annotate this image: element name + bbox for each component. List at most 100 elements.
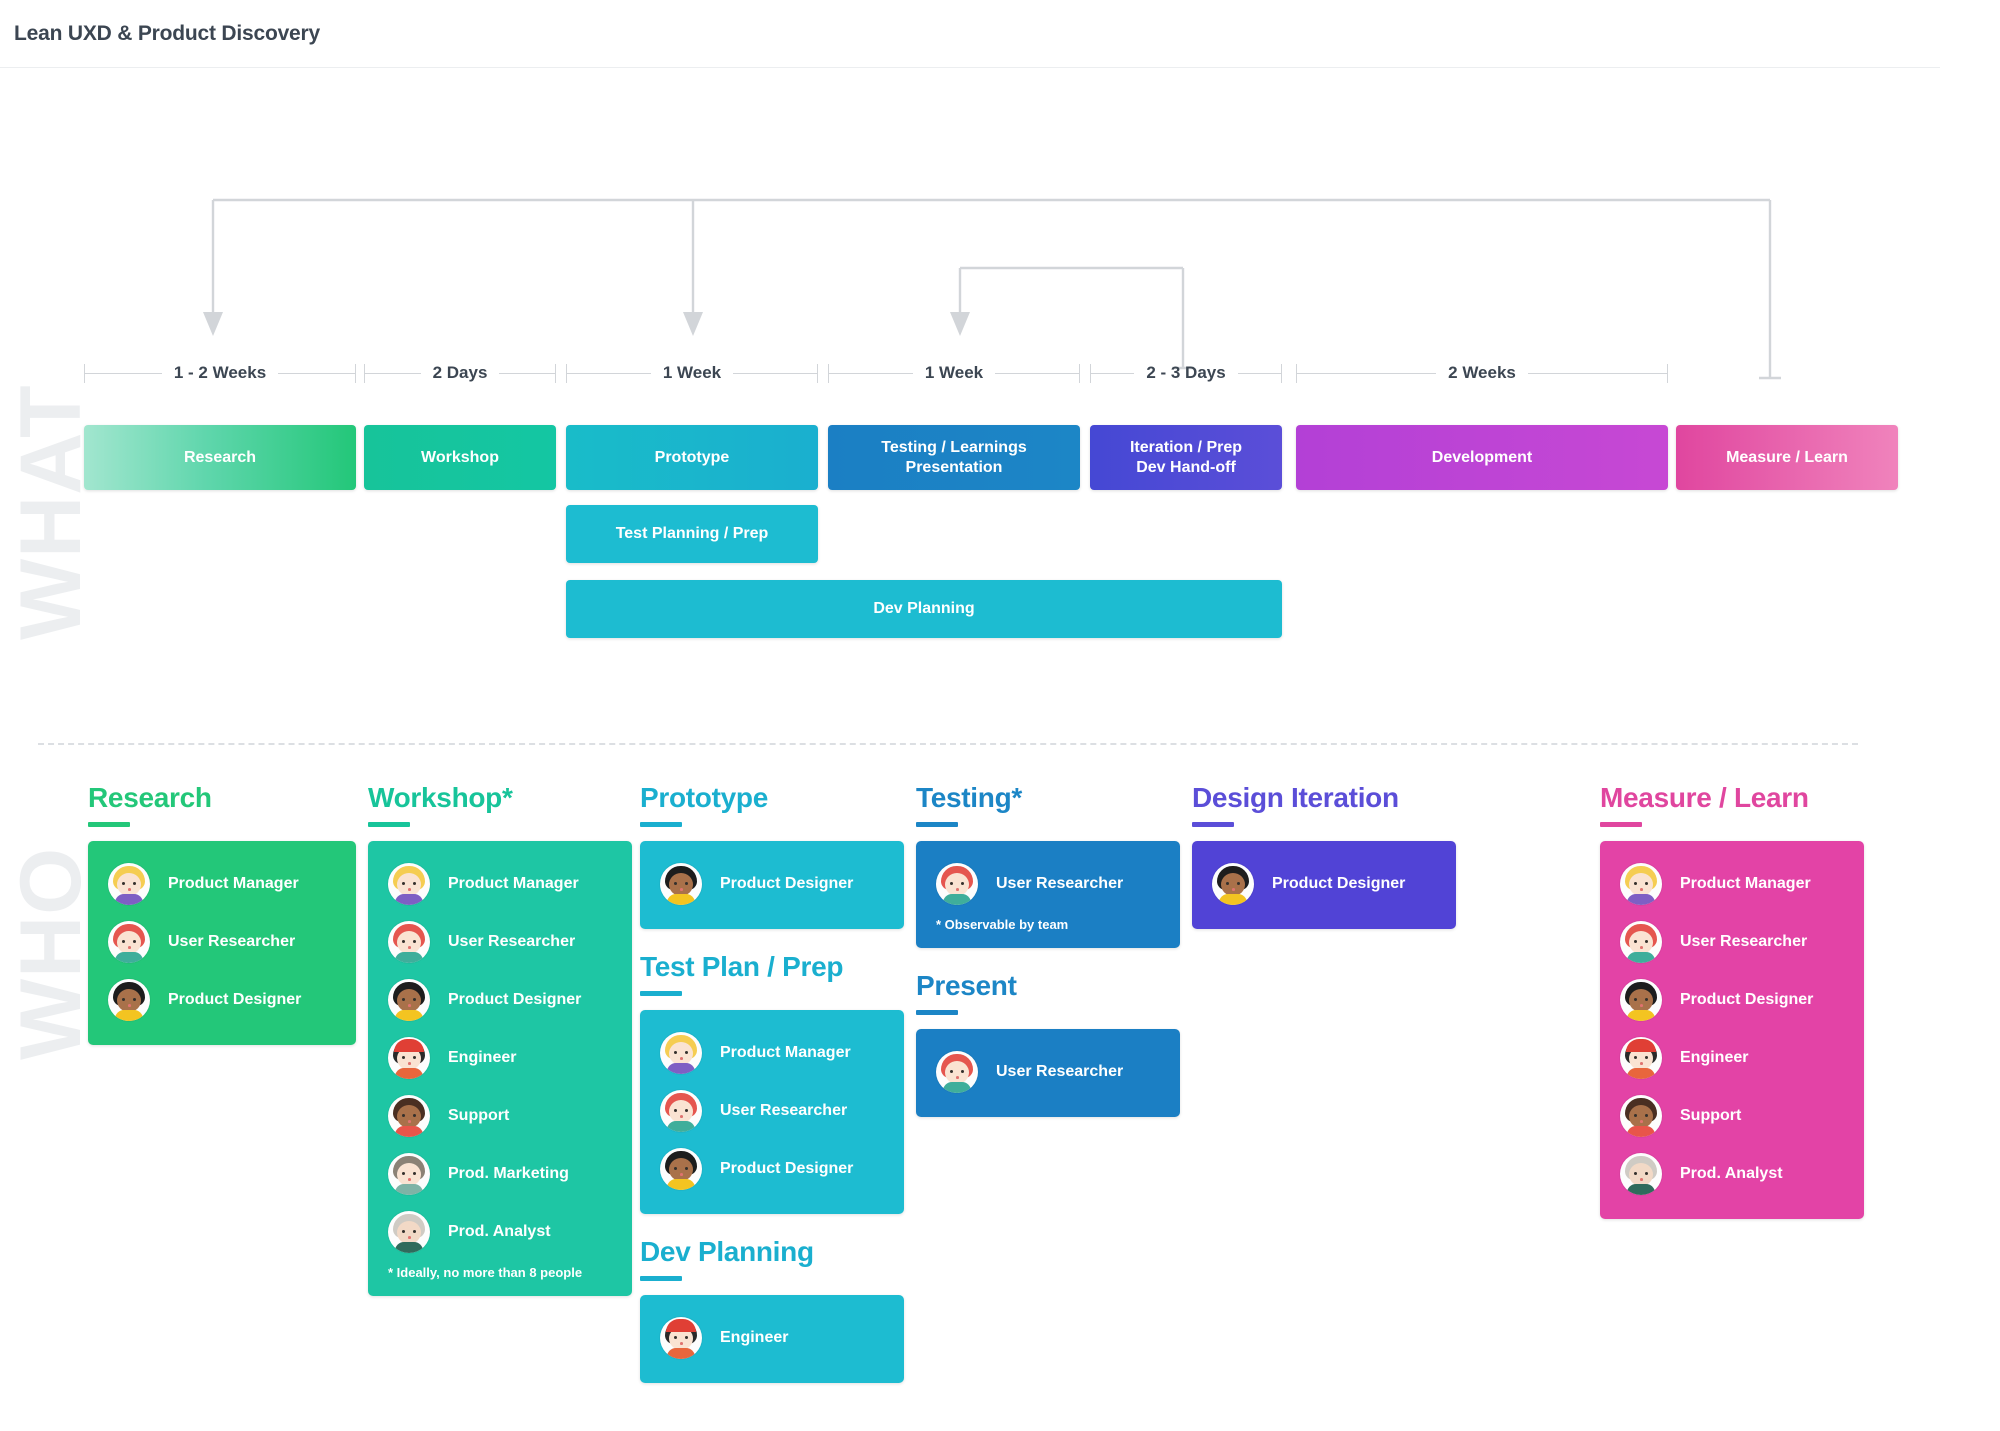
role-row[interactable]: Product Designer (1600, 971, 1864, 1029)
group-title: Research (88, 782, 212, 813)
phase-bar[interactable]: Dev Planning (566, 580, 1282, 638)
role-row[interactable]: Product Designer (640, 1140, 904, 1198)
role-label: Product Manager (448, 875, 579, 892)
group-title: Workshop* (368, 782, 513, 813)
ruler-line (85, 372, 162, 374)
avatar-red-cap-woman (388, 1037, 430, 1079)
role-label: Product Manager (1680, 875, 1811, 892)
subgroup-title: Present (916, 970, 1017, 1001)
phase-bar[interactable]: Prototype (566, 425, 818, 490)
role-row[interactable]: Product Manager (1600, 855, 1864, 913)
role-label: Support (448, 1107, 510, 1124)
role-label: Product Designer (720, 1160, 854, 1177)
page-title: Lean UXD & Product Discovery (14, 22, 320, 45)
phase-bar-label: Dev Planning (873, 600, 975, 618)
role-row[interactable]: Engineer (368, 1029, 632, 1087)
avatar-blonde-woman (388, 863, 430, 905)
subgroup-title: Test Plan / Prep (640, 951, 844, 982)
arrowhead-loop (950, 312, 970, 336)
role-row[interactable]: Product Designer (1192, 855, 1456, 913)
subgroup-title: Dev Planning (640, 1236, 814, 1267)
role-label: Product Designer (1680, 991, 1814, 1008)
duration-segment: 2 - 3 Days (1090, 355, 1283, 391)
card-footnote: * Observable by team (936, 917, 1069, 932)
phase-bar[interactable]: Research (84, 425, 356, 490)
role-row[interactable]: Support (368, 1087, 632, 1145)
phase-bar[interactable]: Measure / Learn (1676, 425, 1898, 490)
avatar-black-hair-man (1620, 979, 1662, 1021)
role-row[interactable]: User Researcher (368, 913, 632, 971)
role-label: Product Manager (720, 1044, 851, 1061)
phase-bar-label: Development (1431, 448, 1533, 466)
role-row[interactable]: Product Designer (88, 971, 356, 1029)
watermark-what: WHAT (3, 384, 99, 640)
heading-underline (916, 1010, 958, 1015)
duration-segment: 1 - 2 Weeks (84, 355, 357, 391)
avatar-black-hair-man (660, 1148, 702, 1190)
role-row[interactable]: Prod. Marketing (368, 1145, 632, 1203)
role-label: Support (1680, 1107, 1742, 1124)
ruler-line (1091, 372, 1135, 374)
role-row[interactable]: User Researcher (1600, 913, 1864, 971)
phase-bar[interactable]: Test Planning / Prep (566, 505, 818, 563)
ruler-cap-right (1281, 363, 1283, 383)
ruler-cap-left (828, 363, 829, 383)
role-row[interactable]: Product Manager (368, 855, 632, 913)
role-row[interactable]: User Researcher (88, 913, 356, 971)
heading-underline (640, 991, 682, 996)
arrowhead-research (203, 312, 223, 336)
avatar-red-cap-woman (660, 1317, 702, 1359)
role-row[interactable]: Prod. Analyst (1600, 1145, 1864, 1203)
page-header: Lean UXD & Product Discovery (0, 0, 1940, 68)
ruler-cap-left (1090, 363, 1091, 383)
ruler-line (567, 372, 651, 374)
role-row[interactable]: Product Manager (88, 855, 356, 913)
phase-bar-label: Research (183, 448, 257, 466)
avatar-brown-skin-woman (388, 1095, 430, 1137)
phase-bar[interactable]: Development (1296, 425, 1668, 490)
role-row[interactable]: Engineer (640, 1309, 904, 1367)
avatar-blonde-woman (108, 863, 150, 905)
flow-connectors (203, 198, 1781, 380)
avatar-red-cap-woman (1620, 1037, 1662, 1079)
role-row[interactable]: Product Manager (640, 1024, 904, 1082)
role-row[interactable]: User Researcher (640, 1082, 904, 1140)
ruler-cap-right (817, 363, 818, 383)
spacer (640, 929, 904, 951)
avatar-black-hair-man (388, 979, 430, 1021)
role-label: Prod. Marketing (448, 1165, 569, 1182)
avatar-brown-skin-woman (1620, 1095, 1662, 1137)
avatar-bald-senior-man (1620, 1153, 1662, 1195)
role-row[interactable]: Product Designer (368, 971, 632, 1029)
ruler-line (733, 372, 817, 374)
role-label: Product Designer (720, 875, 854, 892)
role-label: Prod. Analyst (1680, 1165, 1783, 1182)
ruler-line (1237, 372, 1282, 374)
avatar-red-hair-woman (388, 921, 430, 963)
role-card: Product Designer (1192, 841, 1456, 929)
phase-bar[interactable]: Workshop (364, 425, 556, 490)
role-row[interactable]: User Researcher (916, 1043, 1180, 1101)
avatar-grey-curly-woman (388, 1153, 430, 1195)
role-row[interactable]: Support (1600, 1087, 1864, 1145)
ruler-line (278, 372, 356, 374)
role-row[interactable]: Engineer (1600, 1029, 1864, 1087)
spacer (916, 948, 1180, 970)
role-label: User Researcher (1680, 933, 1808, 950)
role-row[interactable]: Product Designer (640, 855, 904, 913)
role-label: User Researcher (168, 933, 296, 950)
avatar-red-hair-woman (936, 1051, 978, 1093)
role-row[interactable]: User Researcher (916, 855, 1180, 913)
role-row[interactable]: Prod. Analyst (368, 1203, 632, 1261)
phase-bar-label: Workshop (421, 448, 499, 466)
duration-label: 1 Week (662, 363, 722, 382)
duration-label: 2 Days (432, 363, 488, 382)
